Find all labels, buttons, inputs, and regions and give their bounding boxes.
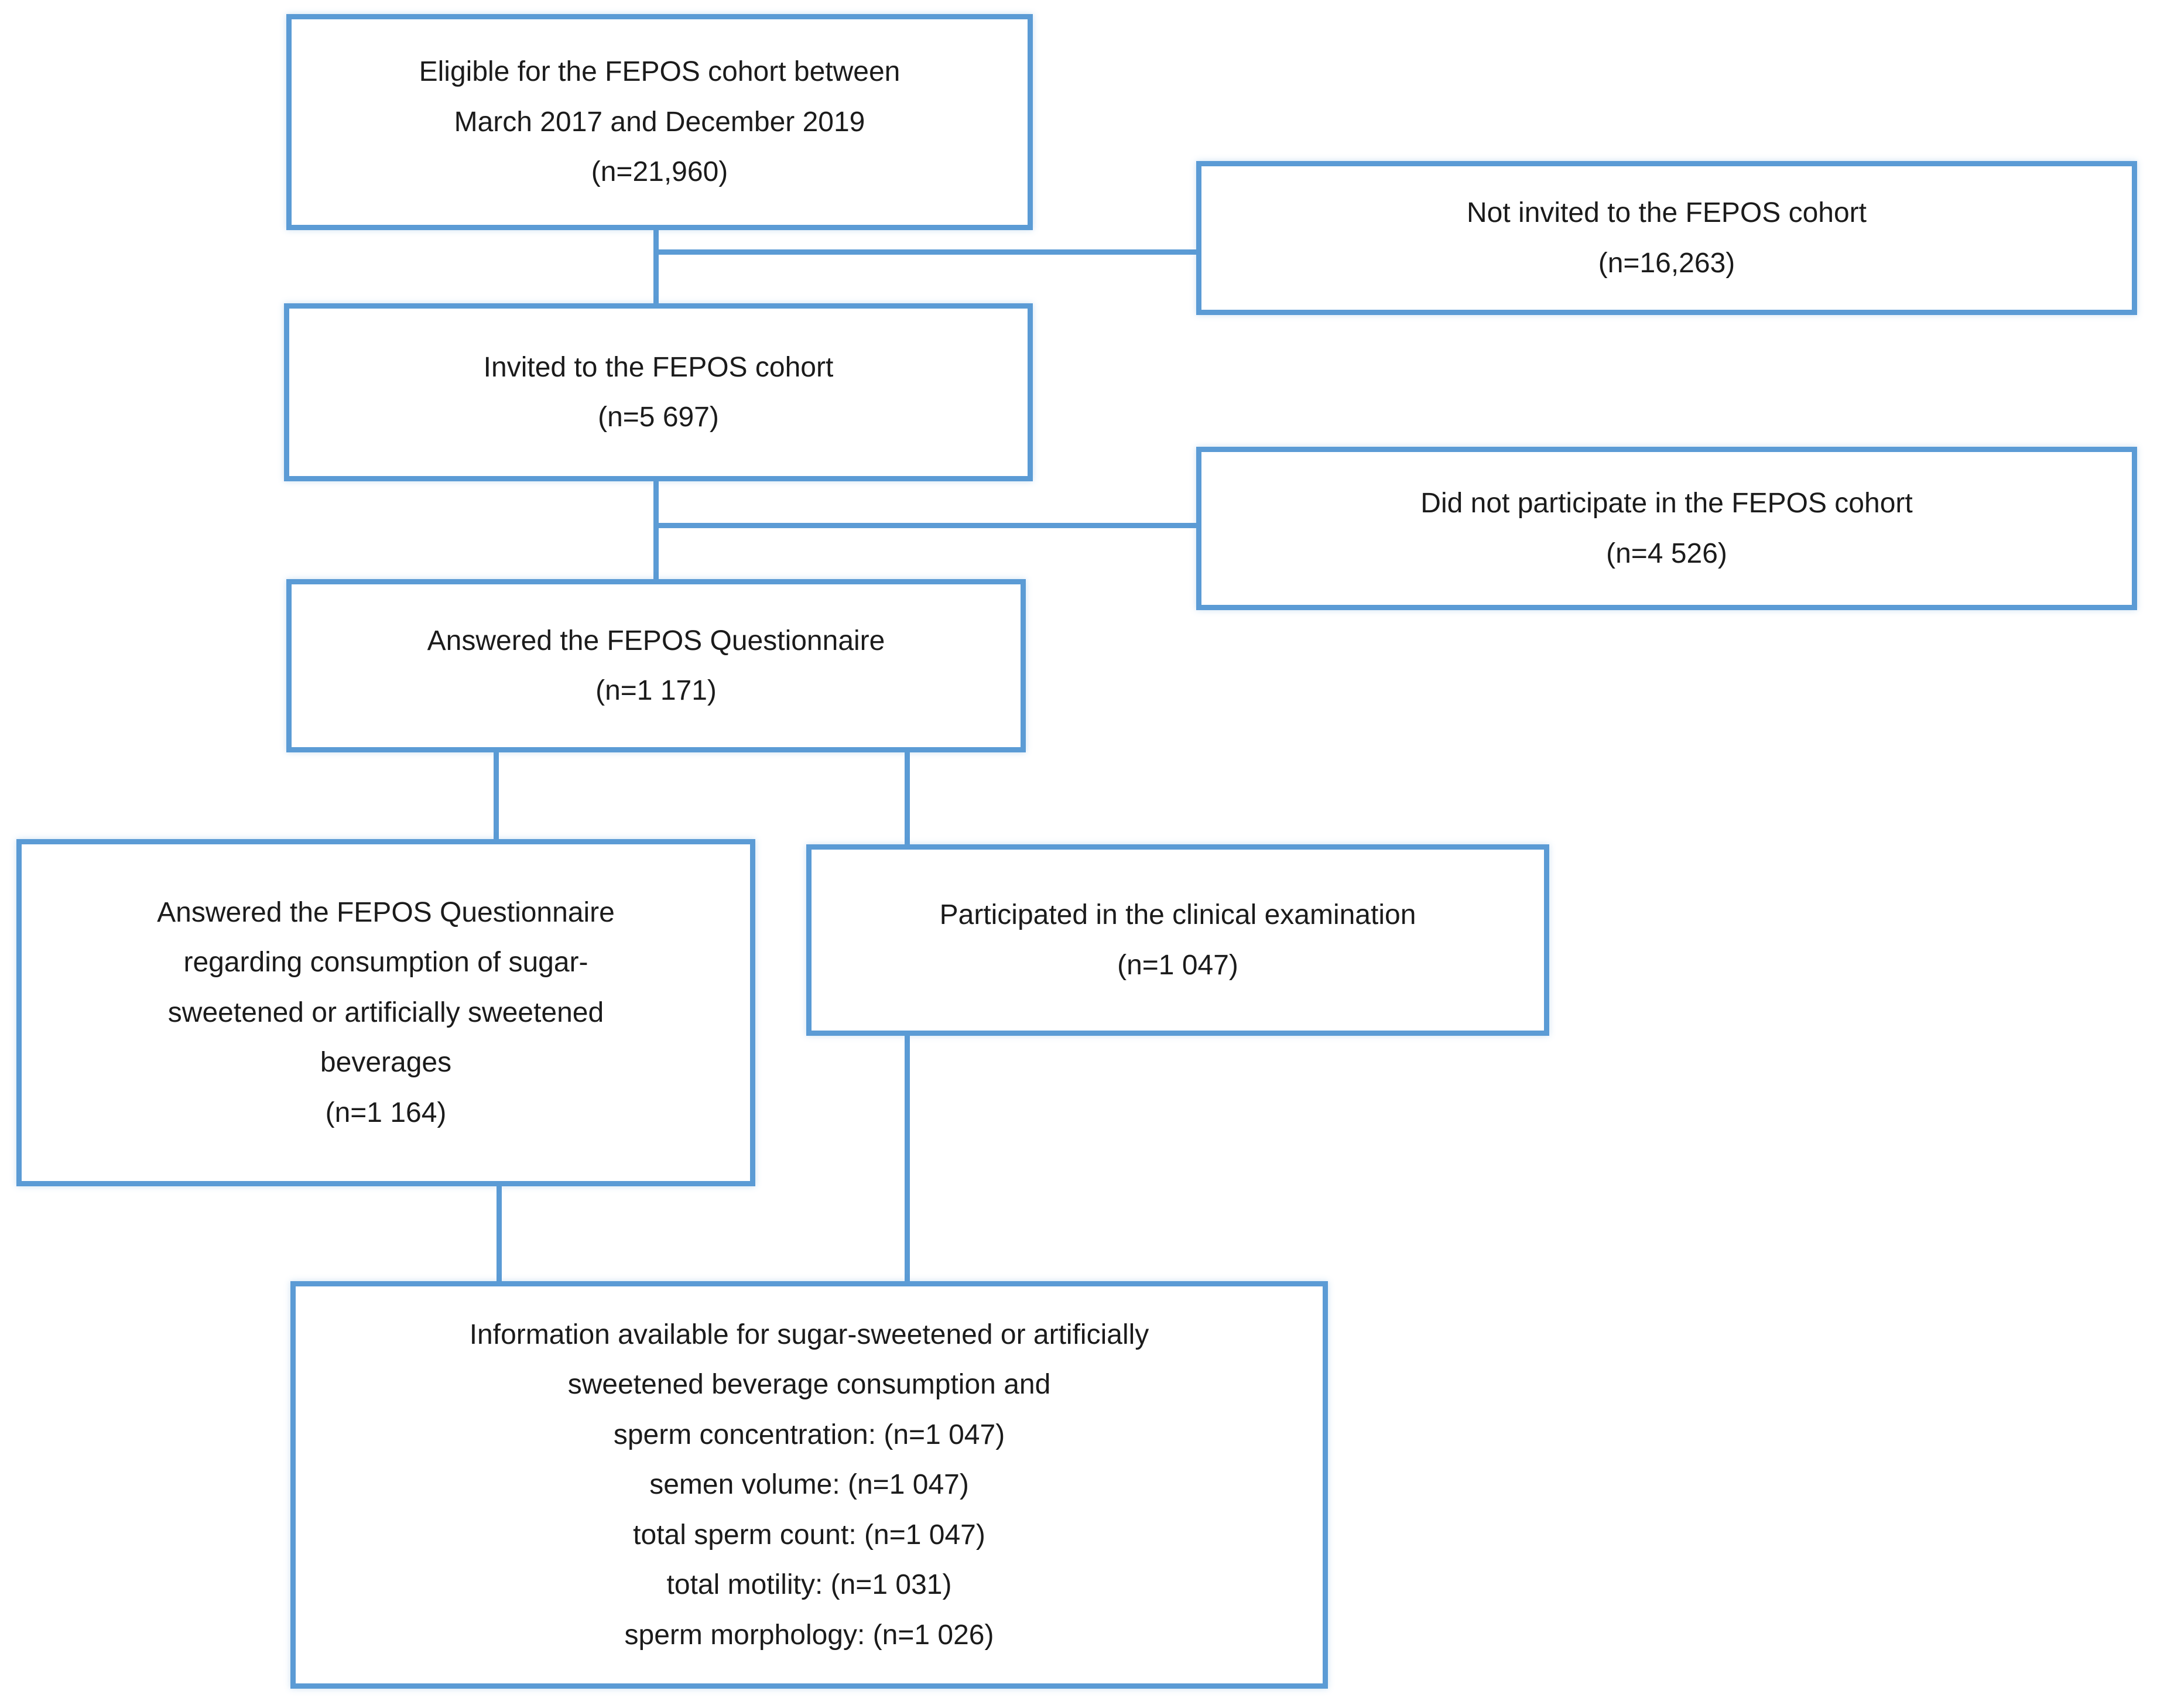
box-text-line: sweetened beverage consumption and xyxy=(567,1369,1051,1401)
box-text-line: beverages xyxy=(320,1047,452,1079)
box-text-line: Information available for sugar-sweetene… xyxy=(469,1319,1149,1350)
box-answered-beverage-questions: Answered the FEPOS Questionnaire regardi… xyxy=(16,839,755,1186)
box-text-line: total sperm count: (n=1 047) xyxy=(633,1519,985,1550)
box-clinical-examination: Participated in the clinical examination… xyxy=(806,844,1549,1036)
box-text-line: semen volume: (n=1 047) xyxy=(649,1469,969,1501)
connector-answered-to-beverage-box xyxy=(494,750,499,841)
connector-answered-to-clinical-box xyxy=(905,750,910,847)
box-text-line: (n=4 526) xyxy=(1606,538,1727,569)
box-text-line: Not invited to the FEPOS cohort xyxy=(1467,197,1867,229)
connector-invited-to-answered xyxy=(653,479,659,581)
connector-branch-not-invited xyxy=(653,249,1198,255)
box-text-line: Answered the FEPOS Questionnaire xyxy=(427,625,885,656)
box-information-available: Information available for sugar-sweetene… xyxy=(290,1281,1328,1689)
box-text-line: (n=21,960) xyxy=(591,156,728,188)
box-text-line: (n=1 047) xyxy=(1117,949,1238,981)
box-text-line: Answered the FEPOS Questionnaire xyxy=(157,896,615,928)
connector-clinical-to-information-box xyxy=(905,1033,910,1283)
box-text-line: Eligible for the FEPOS cohort between xyxy=(419,56,901,88)
box-text-line: total motility: (n=1 031) xyxy=(666,1569,952,1601)
box-invited-cohort: Invited to the FEPOS cohort (n=5 697) xyxy=(284,303,1033,481)
connector-beverage-to-information-box xyxy=(497,1184,502,1283)
box-text-line: Participated in the clinical examination xyxy=(939,899,1416,931)
box-text-line: sperm morphology: (n=1 026) xyxy=(624,1619,994,1651)
box-did-not-participate: Did not participate in the FEPOS cohort … xyxy=(1196,447,2137,610)
box-text-line: sweetened or artificially sweetened xyxy=(167,997,604,1028)
box-text-line: (n=5 697) xyxy=(598,402,719,433)
box-text-line: sperm concentration: (n=1 047) xyxy=(613,1419,1005,1450)
connector-eligible-to-invited xyxy=(653,228,659,306)
box-text-line: regarding consumption of sugar- xyxy=(183,947,588,978)
box-eligible-cohort: Eligible for the FEPOS cohort between Ma… xyxy=(286,14,1033,230)
box-text-line: Did not participate in the FEPOS cohort xyxy=(1420,488,1913,519)
box-text-line: (n=1 171) xyxy=(595,675,717,706)
box-text-line: (n=16,263) xyxy=(1598,247,1735,279)
box-text-line: (n=1 164) xyxy=(325,1097,447,1128)
box-answered-questionnaire: Answered the FEPOS Questionnaire (n=1 17… xyxy=(286,579,1026,752)
box-text-line: March 2017 and December 2019 xyxy=(454,106,865,138)
box-not-invited: Not invited to the FEPOS cohort (n=16,26… xyxy=(1196,161,2137,315)
connector-branch-not-participated xyxy=(653,523,1198,528)
box-text-line: Invited to the FEPOS cohort xyxy=(483,351,834,383)
